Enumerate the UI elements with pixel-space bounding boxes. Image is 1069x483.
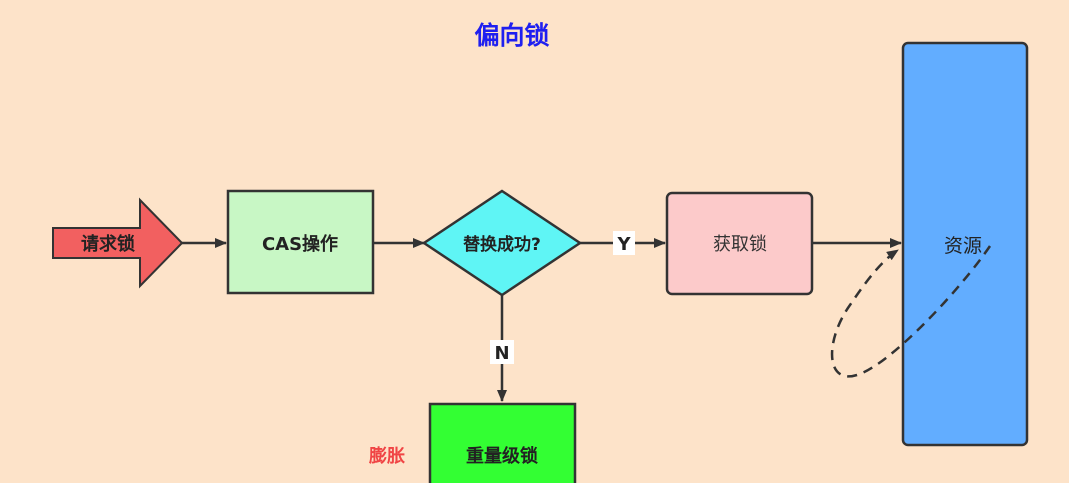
request-label: 请求锁 [81, 233, 135, 255]
resource-box [901, 41, 1029, 447]
decision-label: 替换成功? [463, 234, 541, 255]
diagram-title: 偏向锁 [474, 21, 549, 50]
acquire-label: 获取锁 [713, 234, 767, 255]
no-label-bg [490, 340, 514, 364]
cas-box [226, 189, 375, 295]
cas-label: CAS操作 [262, 233, 338, 255]
inflate-label: 膨胀 [368, 445, 405, 467]
heavyweight-label: 重量级锁 [466, 445, 538, 467]
dashed-loop-edge [830, 245, 992, 378]
heavyweight-box [428, 402, 577, 483]
no-label: N [494, 343, 509, 364]
request-arrow-shape [52, 197, 184, 289]
yes-label: Y [616, 234, 631, 255]
yes-label-bg [613, 231, 635, 255]
resource-label: 资源 [944, 235, 982, 257]
